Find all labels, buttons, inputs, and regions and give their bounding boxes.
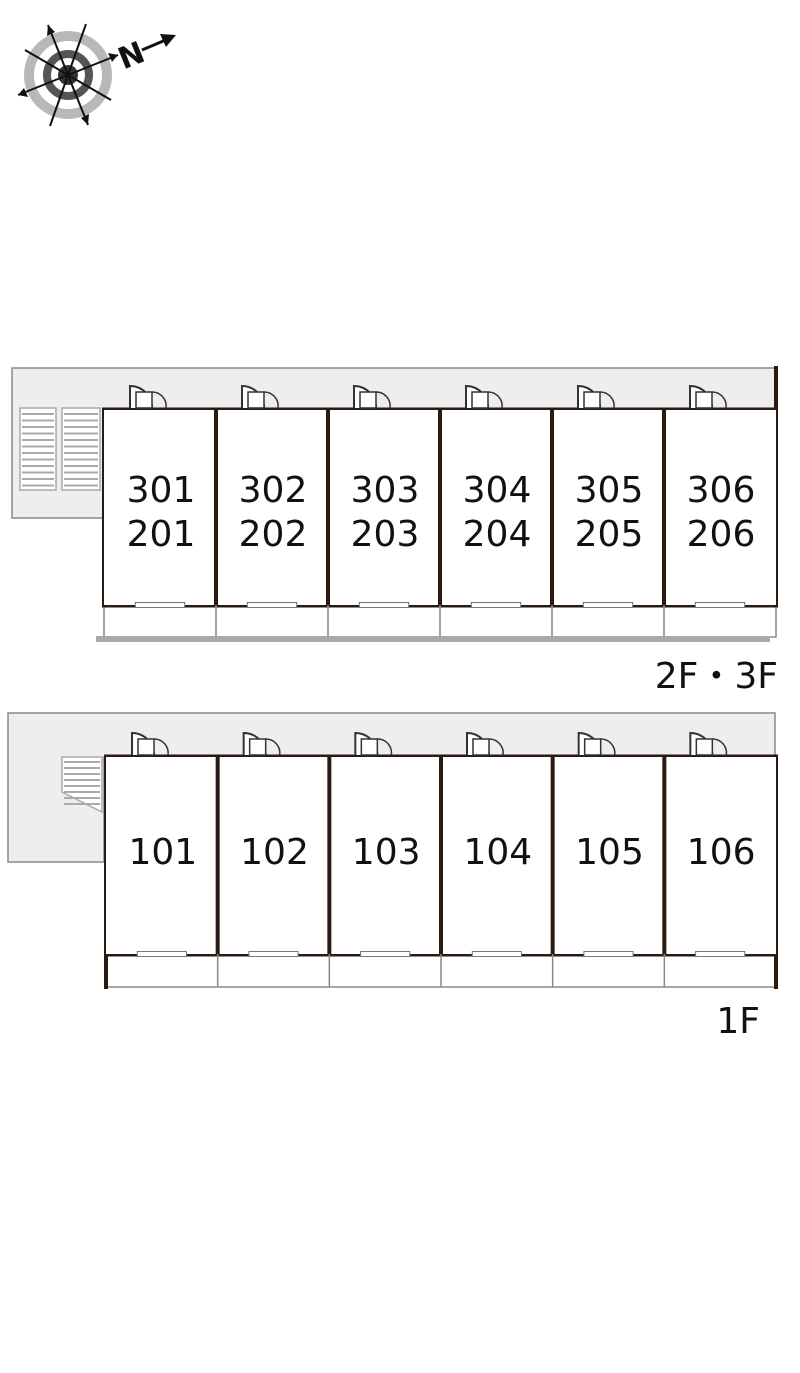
window-mark <box>470 602 522 608</box>
room-number: 102 <box>240 832 309 873</box>
door-icon <box>689 731 728 756</box>
room-number: 101 <box>128 832 197 873</box>
room-number: 104 <box>463 832 532 873</box>
ground-staircase-icon <box>61 756 103 814</box>
room-number-lower: 204 <box>463 514 532 555</box>
room-number-upper: 302 <box>239 470 308 511</box>
unit-105: 105 <box>550 731 665 987</box>
unit-101: 101 <box>106 731 218 957</box>
compass-rose-icon: N <box>17 23 176 127</box>
room-number-upper: 303 <box>351 470 420 511</box>
north-letter: N <box>113 35 149 77</box>
window-mark <box>246 602 298 608</box>
compass-tip-east <box>108 53 118 62</box>
floor-label-upper: 2F・3F <box>655 656 778 697</box>
north-indicator: N <box>113 35 149 77</box>
compass-tip-north <box>47 25 55 36</box>
window-mark <box>582 602 634 608</box>
ground-floor-plan: 101 102 103 104 105 106 1F <box>7 712 778 1042</box>
unit-102: 102 <box>215 731 330 987</box>
room-number: 105 <box>575 832 644 873</box>
room-number-lower: 206 <box>687 514 756 555</box>
room-number: 106 <box>687 832 756 873</box>
compass-lines <box>17 23 119 127</box>
door-icon <box>466 731 504 756</box>
door-icon <box>129 384 167 409</box>
unit-103: 103 <box>327 731 441 987</box>
room-number-upper: 305 <box>575 470 644 511</box>
window-mark <box>695 951 746 957</box>
window-mark <box>134 602 186 608</box>
room-number-lower: 205 <box>575 514 644 555</box>
window-mark <box>694 602 746 608</box>
door-icon <box>353 384 391 409</box>
window-mark <box>248 951 299 957</box>
door-icon <box>241 384 279 409</box>
unit-106: 106 <box>662 731 776 987</box>
door-icon <box>689 384 727 409</box>
window-mark <box>471 951 522 957</box>
room-number-upper: 304 <box>463 470 532 511</box>
compass-tip-south <box>81 114 89 125</box>
room-number-upper: 306 <box>687 470 756 511</box>
room-number: 103 <box>352 832 421 873</box>
upper-staircase-icon <box>19 407 101 491</box>
door-icon <box>465 384 503 409</box>
floor-label-ground: 1F <box>716 1001 760 1042</box>
room-number-lower: 203 <box>351 514 420 555</box>
room-number-lower: 201 <box>127 514 196 555</box>
door-icon <box>242 731 281 756</box>
room-number-lower: 202 <box>239 514 308 555</box>
room-number-upper: 301 <box>127 470 196 511</box>
door-icon <box>354 731 393 756</box>
north-arrow-icon <box>160 34 176 47</box>
window-mark <box>583 951 634 957</box>
window-mark <box>136 951 187 957</box>
window-mark <box>360 951 411 957</box>
door-icon <box>131 731 169 756</box>
door-icon <box>577 731 616 756</box>
window-mark <box>358 602 410 608</box>
compass-tip-west <box>18 88 28 97</box>
unit-104: 104 <box>439 731 553 987</box>
door-icon <box>577 384 615 409</box>
